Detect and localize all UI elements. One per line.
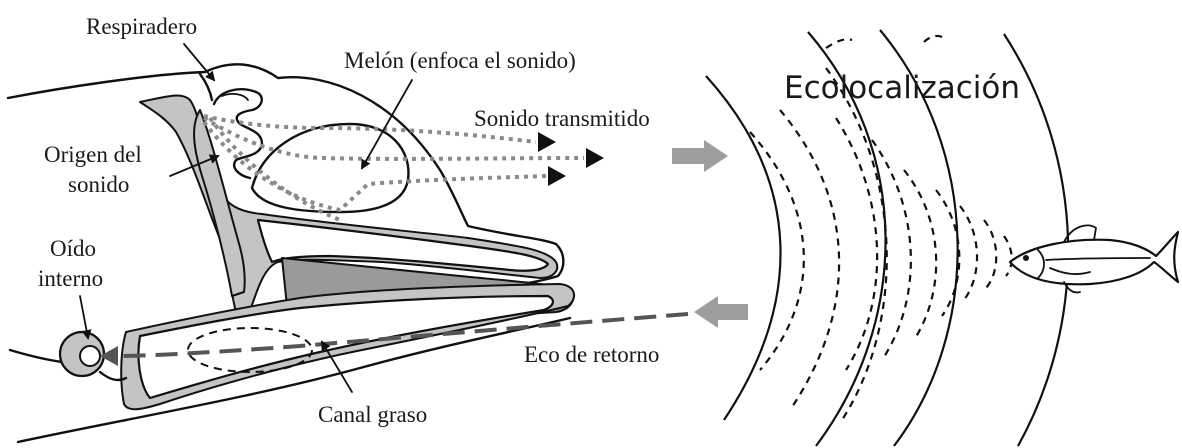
wave-dashed-10 [1003,235,1013,277]
fat-channel-body [137,294,554,400]
fish-lateral-line [1045,257,1151,261]
cranium-band [193,109,246,297]
wave-dashed-top2 [923,34,945,43]
rostrum-channel [256,218,550,272]
wave-dashed-8 [959,205,979,301]
neck-line [8,348,64,364]
transmitted-sound-label: Sonido transmitido [474,106,650,131]
return-echo-label: Eco de retorno [524,342,659,367]
wave-solid-1 [705,75,782,421]
nasal-sac-upper [221,93,249,101]
wave-dashed-6 [903,169,938,341]
wave-solid-2 [807,31,887,447]
wave-dashed-4 [835,117,879,371]
transmit-arrow [672,140,728,172]
sound-path-top [203,114,537,144]
sound-arrowhead-middle [586,148,604,168]
sound-path-branch [208,116,341,222]
diagram-title: Ecolocalización [784,70,1020,106]
dolphin-head [6,63,689,444]
blowhole-notch [198,72,214,102]
melon-leader [361,79,413,170]
wave-dashed-top [825,38,853,49]
inner-ear-label-2: interno [38,266,103,291]
fish-pelvic-fin [1063,281,1081,294]
echo-return-line [115,312,689,358]
wave-dashed-9 [983,219,998,289]
fish [1008,224,1180,294]
fish-pectoral-fin [1049,267,1091,275]
echo-arrowhead [100,346,118,366]
wave-dashed-3 [825,67,888,421]
sound-path-middle [202,116,585,161]
melon-label: Melón (enfoca el sonido) [344,48,576,73]
wave-dashed-5 [871,139,912,361]
fish-gill [1037,249,1045,279]
wave-solid-4 [1003,33,1070,447]
inner-ear-label-1: Oído [50,236,96,261]
sound-origin-label-1: Origen del [44,142,142,167]
leader-arrows [79,43,413,393]
fish-dorsal-fin [1063,224,1097,243]
fish-eye [1023,255,1029,261]
sound-arrowhead-lower [548,166,566,186]
inner-ear-tail [98,370,128,382]
inner-ear [58,330,128,382]
fat-channel-label: Canal graso [318,402,427,427]
wave-dashed-2 [779,109,841,411]
echo-arrow [694,296,748,328]
inner-ear-inner [79,345,101,367]
blowhole-leader [183,43,216,82]
wave-dashed-1 [749,131,805,371]
sound-path-lower [202,120,549,213]
throat-outline [16,316,572,444]
inner-ear-leader [79,295,92,340]
sound-origin-leader [169,154,220,177]
gray-arrows [672,140,748,328]
sound-origin-label-2: sonido [68,172,129,197]
wavefronts [705,29,1070,447]
sound-arrowhead-top [538,132,556,152]
fat-channel-leader [320,340,353,393]
blowhole-label: Respiradero [86,14,197,39]
fat-channel-ellipse [187,327,313,373]
melon-outline [250,122,410,214]
head-outline [6,63,565,294]
sound-paths [202,114,604,222]
wave-dashed-7 [935,189,961,317]
